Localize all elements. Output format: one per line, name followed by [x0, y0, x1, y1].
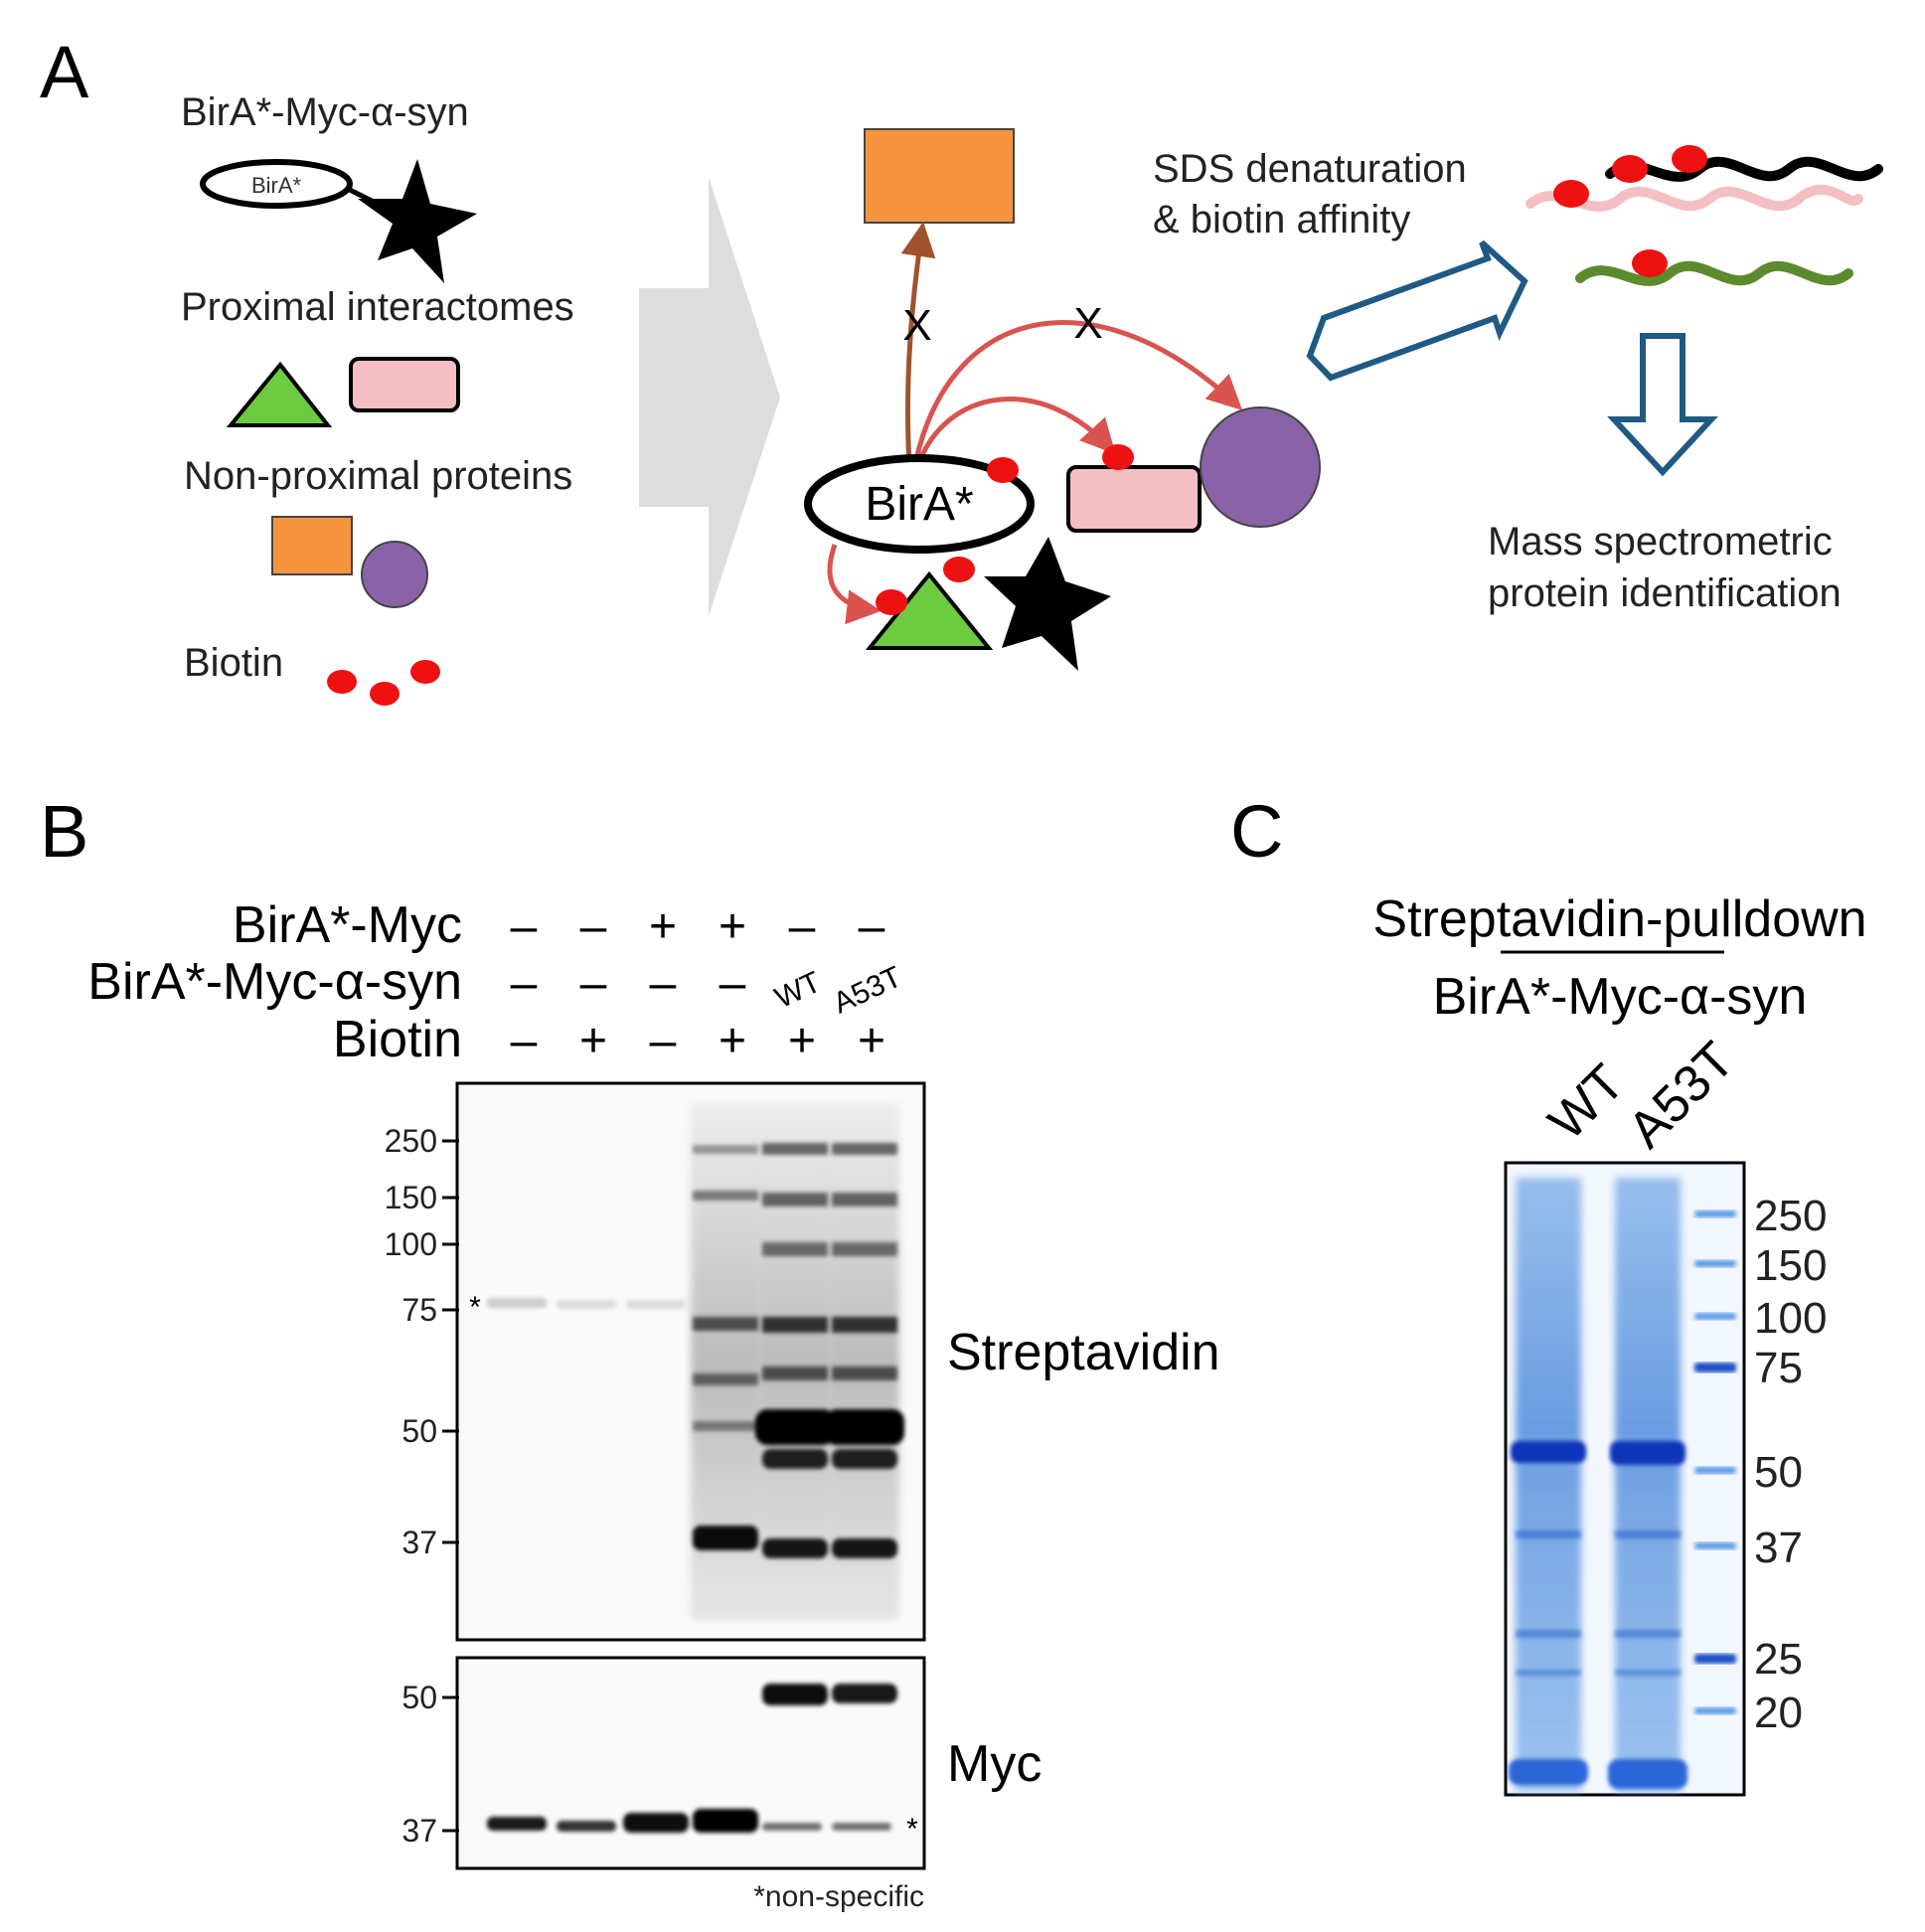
- gel-marker-label: 75: [1754, 1344, 1803, 1392]
- streptavidin-marker-label: 250: [385, 1123, 437, 1159]
- lane-mark: –: [580, 957, 607, 1010]
- legend-non-proximal-label: Non-proximal proteins: [184, 454, 572, 498]
- identify-step-line1: Mass spectrometric: [1488, 520, 1833, 564]
- process-arrow: [639, 177, 780, 616]
- lane-mark: +: [719, 900, 746, 953]
- gel-lane-label-wt: WT: [1537, 1053, 1635, 1151]
- gel-marker-label: 100: [1754, 1294, 1827, 1343]
- lane-mark: –: [650, 957, 677, 1010]
- legend-purple-circle-icon: [361, 541, 428, 608]
- ladder-band: [1694, 1363, 1736, 1372]
- legend-biotin-label: Biotin: [184, 641, 283, 685]
- lane-mark: WT: [770, 966, 826, 1016]
- purify-step-line2: & biotin affinity: [1153, 198, 1410, 242]
- pulldown-construct-label: BirA*-Myc-α-syn: [1433, 968, 1808, 1026]
- lane-mark: –: [580, 900, 607, 953]
- lane-mark: –: [511, 1015, 538, 1067]
- lane-mark: –: [789, 900, 816, 953]
- ladder-band: [1694, 1260, 1736, 1267]
- lane-mark: –: [720, 957, 746, 1010]
- streptavidin-marker-label: 100: [385, 1226, 437, 1262]
- ladder-band: [1694, 1542, 1736, 1549]
- ladder-band: [1694, 1654, 1736, 1664]
- coomassie-gel: [1504, 1161, 1746, 1797]
- myc-blot-label: Myc: [947, 1735, 1042, 1793]
- myc-marker-label: 50: [401, 1680, 437, 1715]
- lane-mark: –: [650, 1015, 677, 1067]
- flow-arrow-down: [1607, 333, 1718, 477]
- panel-c-letter: C: [1230, 790, 1283, 873]
- gel-lane-label-a53t: A53T: [1617, 1032, 1745, 1160]
- alpha-syn-star-icon: [984, 537, 1111, 671]
- gel-marker-label: 150: [1754, 1241, 1827, 1290]
- lane-mark: +: [579, 1015, 607, 1067]
- alpha-syn-star-icon: [358, 159, 477, 283]
- row-label-birA-myc-asyn: BirA*-Myc-α-syn: [87, 953, 462, 1011]
- lane-condition-table: BirA*-Myc BirA*-Myc-α-syn Biotin ––++–––…: [87, 896, 906, 1068]
- lane-mark: –: [511, 900, 538, 953]
- streptavidin-nonspecific-star: *: [469, 1291, 481, 1324]
- block-mark-orange: X: [902, 301, 931, 350]
- ladder-band: [1694, 1210, 1736, 1217]
- streptavidin-blot: * 250 150 100 75 50 37: [385, 1081, 926, 1642]
- construct-tag-label: BirA*: [251, 173, 302, 198]
- row-label-birA-myc: BirA*-Myc: [233, 896, 462, 954]
- ladder-band: [1694, 1707, 1736, 1714]
- streptavidin-marker-label: 150: [385, 1180, 437, 1215]
- construct-diagram: BirA*: [200, 159, 477, 283]
- gel-marker-label: 50: [1754, 1448, 1803, 1497]
- block-mark-purple: X: [1073, 299, 1102, 348]
- flow-arrow-right: [1306, 240, 1528, 382]
- lane-mark: +: [649, 900, 677, 953]
- lane-mark: +: [719, 1015, 746, 1067]
- identify-step-line2: protein identification: [1488, 571, 1842, 615]
- myc-blot: * 50 37: [401, 1656, 926, 1870]
- orange-protein-icon: [864, 128, 1015, 224]
- purple-protein-icon: [1200, 406, 1321, 528]
- myc-marker-label: 37: [401, 1813, 437, 1849]
- biotinylated-peptides: [1525, 145, 1883, 286]
- panel-b-letter: B: [40, 790, 88, 873]
- legend-construct-label: BirA*-Myc-α-syn: [181, 90, 469, 134]
- lane-mark: +: [858, 1015, 885, 1067]
- legend-orange-square-icon: [271, 516, 353, 575]
- purify-step-line1: SDS denaturation: [1153, 147, 1467, 191]
- gel-marker-label: 20: [1754, 1689, 1803, 1737]
- gel-marker-label: 250: [1754, 1192, 1827, 1240]
- lane-mark: +: [788, 1015, 816, 1067]
- ladder-band: [1694, 1313, 1736, 1320]
- legend-green-triangle-icon: [226, 361, 333, 427]
- gel-marker-label: 25: [1754, 1635, 1803, 1684]
- pink-protein-icon: [1066, 465, 1202, 533]
- panel-a-letter: A: [40, 31, 89, 113]
- streptavidin-blot-label: Streptavidin: [947, 1324, 1220, 1381]
- ladder-band: [1694, 1467, 1736, 1474]
- labeling-scheme: X X BirA*: [804, 128, 1321, 671]
- myc-nonspecific-star: *: [906, 1813, 918, 1846]
- streptavidin-marker-label: 37: [401, 1525, 437, 1560]
- lane-mark: A53T: [829, 960, 907, 1020]
- lane-mark: –: [859, 900, 885, 953]
- streptavidin-marker-label: 75: [401, 1292, 437, 1328]
- lane-mark: –: [511, 957, 538, 1010]
- nonspecific-footnote: *non-specific: [753, 1880, 924, 1913]
- pulldown-title: Streptavidin-pulldown: [1372, 890, 1866, 948]
- legend-pink-rect-icon: [349, 357, 460, 412]
- enzyme-label: BirA*: [865, 478, 973, 531]
- gel-marker-label: 37: [1754, 1524, 1803, 1572]
- row-label-biotin: Biotin: [333, 1011, 462, 1068]
- legend-biotin-dots-icon: [327, 660, 440, 706]
- legend-proximal-label: Proximal interactomes: [181, 285, 574, 329]
- streptavidin-marker-label: 50: [401, 1413, 437, 1449]
